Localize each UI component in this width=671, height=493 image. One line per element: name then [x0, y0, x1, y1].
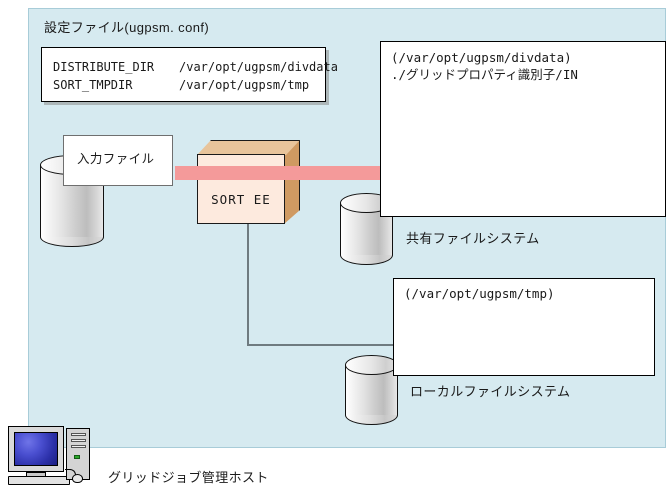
mouse-icon — [72, 474, 83, 483]
drive-slot — [71, 433, 86, 436]
shared-fs-path-line1: (/var/opt/ugpsm/divdata) — [391, 50, 572, 65]
monitor-screen — [14, 432, 58, 466]
shared-fs-panel: (/var/opt/ugpsm/divdata)./グリッドプロパティ識別子/I… — [380, 41, 666, 217]
config-row-sort-tmpdir: SORT_TMPDIR/var/opt/ugpsm/tmp — [53, 79, 309, 91]
config-key-distribute-dir: DISTRIBUTE_DIR — [53, 60, 155, 74]
sort-ee-process-box: SORT EE — [197, 140, 300, 224]
shared-fs-path: (/var/opt/ugpsm/divdata)./グリッドプロパティ識別子/I… — [391, 50, 578, 83]
config-value-distribute-dir: /var/opt/ugpsm/divdata — [179, 60, 338, 74]
config-key-sort-tmpdir: SORT_TMPDIR — [53, 78, 133, 92]
arrow-shaft — [175, 166, 403, 180]
mouse-cord — [65, 469, 76, 477]
input-file-document: 入力ファイル — [63, 135, 173, 186]
input-file-label: 入力ファイル — [77, 152, 155, 166]
shared-fs-cylinder — [340, 193, 393, 265]
computer-icon — [8, 424, 94, 486]
power-led-indicator — [74, 455, 80, 459]
config-value-sort-tmpdir: /var/opt/ugpsm/tmp — [179, 78, 310, 92]
drive-slot — [71, 439, 86, 442]
keyboard-icon — [8, 476, 70, 485]
box-front-face — [197, 154, 285, 224]
local-fs-cylinder — [345, 355, 398, 425]
host-label: グリッドジョブ管理ホスト — [108, 470, 269, 485]
monitor-icon — [8, 426, 64, 472]
box-top-face — [197, 140, 300, 155]
config-file-caption: 設定ファイル(ugpsm. conf) — [44, 20, 210, 35]
shared-fs-path-line2: ./グリッドプロパティ識別子/IN — [391, 66, 578, 82]
sort-ee-label: SORT EE — [211, 192, 271, 207]
local-fs-caption: ローカルファイルシステム — [410, 384, 571, 399]
config-row-distribute-dir: DISTRIBUTE_DIR/var/opt/ugpsm/divdata — [53, 61, 338, 73]
shared-fs-caption: 共有ファイルシステム — [406, 231, 540, 246]
drive-slot — [71, 445, 86, 448]
local-fs-path: (/var/opt/ugpsm/tmp) — [404, 286, 555, 301]
local-fs-panel: (/var/opt/ugpsm/tmp) ファイル分割用一時ファイル 一時エラー… — [393, 278, 655, 376]
cylinder-top — [345, 355, 398, 375]
config-file-box: DISTRIBUTE_DIR/var/opt/ugpsm/divdata SOR… — [41, 47, 338, 102]
